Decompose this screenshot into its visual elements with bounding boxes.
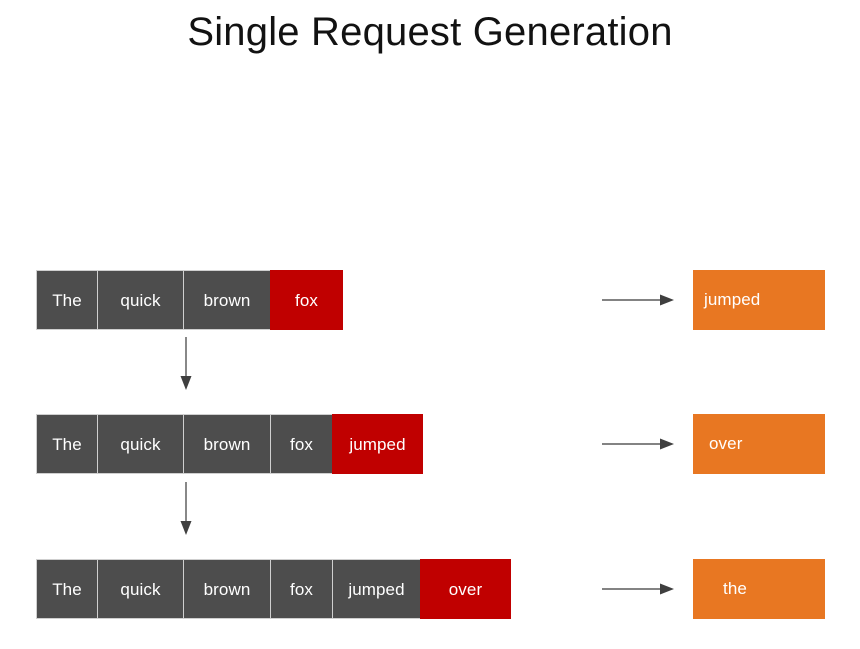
down-arrow-icon-1 (176, 336, 196, 392)
token-brown-3: brown (183, 559, 271, 619)
token-the-1: The (36, 270, 98, 330)
right-arrow-icon-1 (600, 290, 676, 310)
token-the-2: The (36, 414, 98, 474)
token-quick-2: quick (97, 414, 184, 474)
token-brown-2: brown (183, 414, 271, 474)
token-over-3: over (420, 559, 511, 619)
output-box-2: over (693, 414, 825, 474)
right-arrow-icon-3 (600, 579, 676, 599)
token-sequence-row-3: The quick brown fox jumped over (36, 559, 511, 619)
token-jumped-3: jumped (332, 559, 421, 619)
token-fox-1: fox (270, 270, 343, 330)
token-quick-3: quick (97, 559, 184, 619)
right-arrow-icon-2 (600, 434, 676, 454)
output-box-1: jumped (693, 270, 825, 330)
token-fox-3: fox (270, 559, 333, 619)
page-title: Single Request Generation (187, 10, 673, 54)
token-sequence-row-1: The quick brown fox (36, 270, 343, 330)
token-brown-1: brown (183, 270, 271, 330)
down-arrow-icon-2 (176, 481, 196, 537)
token-jumped-2: jumped (332, 414, 423, 474)
token-fox-2: fox (270, 414, 333, 474)
token-sequence-row-2: The quick brown fox jumped (36, 414, 423, 474)
output-box-3: the (693, 559, 825, 619)
token-quick-1: quick (97, 270, 184, 330)
token-the-3: The (36, 559, 98, 619)
